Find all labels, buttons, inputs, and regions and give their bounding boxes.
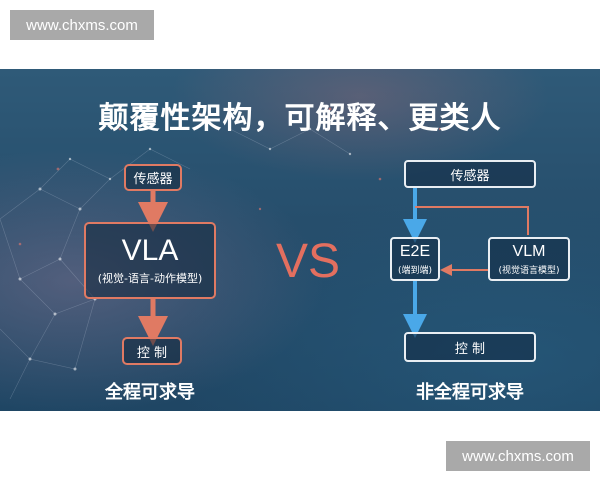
line-sensor-to-vlm — [415, 206, 529, 235]
slide: 颠覆性架构，可解释、更类人 传感器 VLA (视觉-语言-动作模型) 控 制 全… — [0, 69, 600, 411]
network-background — [0, 107, 442, 400]
right-caption: 非全程可求导 — [416, 382, 524, 403]
watermark-top: www.chxms.com — [10, 10, 154, 40]
vla-box: VLA (视觉-语言-动作模型) — [84, 222, 216, 299]
right-sensor-box: 传感器 — [404, 160, 536, 188]
left-control-label: 控 制 — [136, 345, 168, 361]
left-sensor-box: 传感器 — [124, 164, 182, 191]
vlm-name: VLM — [512, 242, 546, 260]
left-caption: 全程可求导 — [105, 382, 195, 403]
vla-description: (视觉-语言-动作模型) — [97, 272, 203, 285]
slide-title: 颠覆性架构，可解释、更类人 — [98, 101, 502, 136]
left-control-box: 控 制 — [122, 337, 182, 365]
right-control-label: 控 制 — [454, 341, 486, 357]
vs-label: VS — [275, 235, 341, 288]
right-control-box: 控 制 — [404, 332, 536, 362]
vlm-box: VLM (视觉语言模型) — [488, 237, 570, 281]
watermark-bottom: www.chxms.com — [446, 441, 590, 471]
e2e-name: E2E — [399, 242, 431, 260]
right-sensor-label: 传感器 — [450, 168, 490, 184]
left-sensor-label: 传感器 — [133, 172, 173, 187]
vlm-description: (视觉语言模型) — [498, 265, 560, 276]
vla-name: VLA — [121, 234, 179, 267]
e2e-box: E2E (端到端) — [390, 237, 440, 281]
flow-arrows — [138, 188, 529, 346]
e2e-description: (端到端) — [397, 265, 433, 276]
